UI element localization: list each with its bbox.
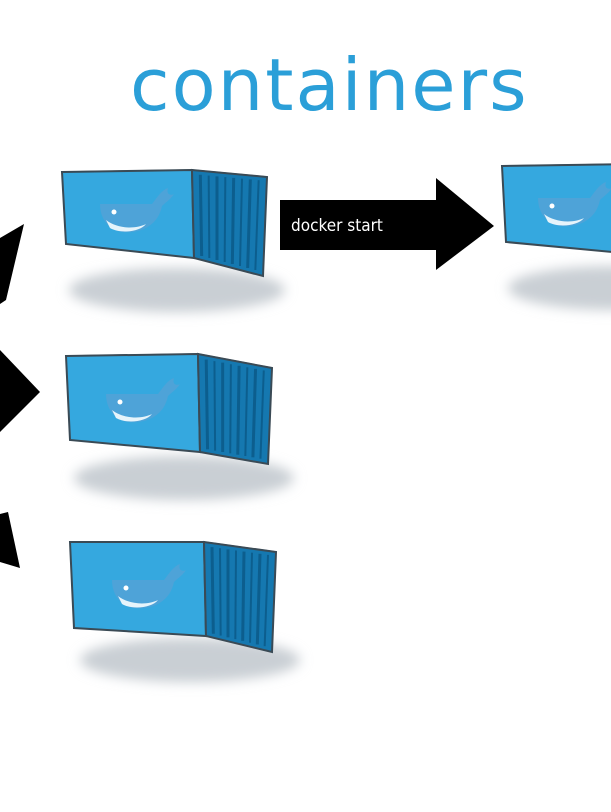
door-rib — [239, 178, 243, 267]
whale-icon — [100, 188, 174, 233]
door-rib — [230, 177, 236, 265]
door-rib — [213, 361, 217, 451]
door-rib — [244, 367, 249, 457]
whale-body — [112, 564, 186, 609]
whale-eye — [549, 203, 555, 209]
left-arrow-2 — [0, 350, 40, 432]
door-rib — [204, 359, 210, 450]
whale-belly — [106, 220, 146, 232]
door-rib — [223, 177, 227, 263]
door-rib — [263, 554, 269, 647]
container-1 — [60, 168, 285, 312]
left-arrow-1 — [0, 224, 24, 304]
container-2 — [64, 352, 294, 500]
door-rib — [254, 180, 260, 271]
docker-start-arrow: docker start — [280, 178, 494, 270]
door-rib — [246, 179, 252, 269]
door-rib — [251, 368, 258, 458]
door-rib — [198, 174, 204, 257]
whale-eye — [111, 209, 117, 215]
docker-start-label: docker start — [291, 216, 383, 236]
whale-icon — [538, 182, 611, 227]
whale-icon — [112, 564, 186, 609]
whale-body — [106, 378, 180, 423]
door-rib — [229, 364, 232, 454]
door-rib — [234, 550, 237, 640]
door-rib — [255, 553, 262, 645]
left-arrow-3 — [0, 512, 20, 568]
container-started — [500, 163, 611, 310]
container-3 — [68, 540, 300, 682]
whale-eye — [117, 399, 123, 405]
whale-body — [538, 182, 611, 227]
container-1-door-ribs — [198, 174, 260, 271]
container-3-door-ribs — [210, 547, 269, 647]
diagram-title: containers — [130, 43, 529, 127]
whale-icon — [106, 378, 180, 423]
whale-belly — [544, 214, 584, 226]
door-rib — [249, 552, 253, 643]
whale-belly — [118, 596, 158, 608]
door-rib — [207, 175, 211, 259]
door-rib — [241, 551, 246, 641]
whale-body — [100, 188, 174, 233]
whale-belly — [112, 410, 152, 422]
door-rib — [259, 370, 265, 459]
door-rib — [236, 365, 241, 455]
whale-eye — [123, 585, 129, 591]
container-2-door-ribs — [204, 359, 265, 459]
door-rib — [219, 548, 222, 636]
door-rib — [210, 547, 215, 634]
